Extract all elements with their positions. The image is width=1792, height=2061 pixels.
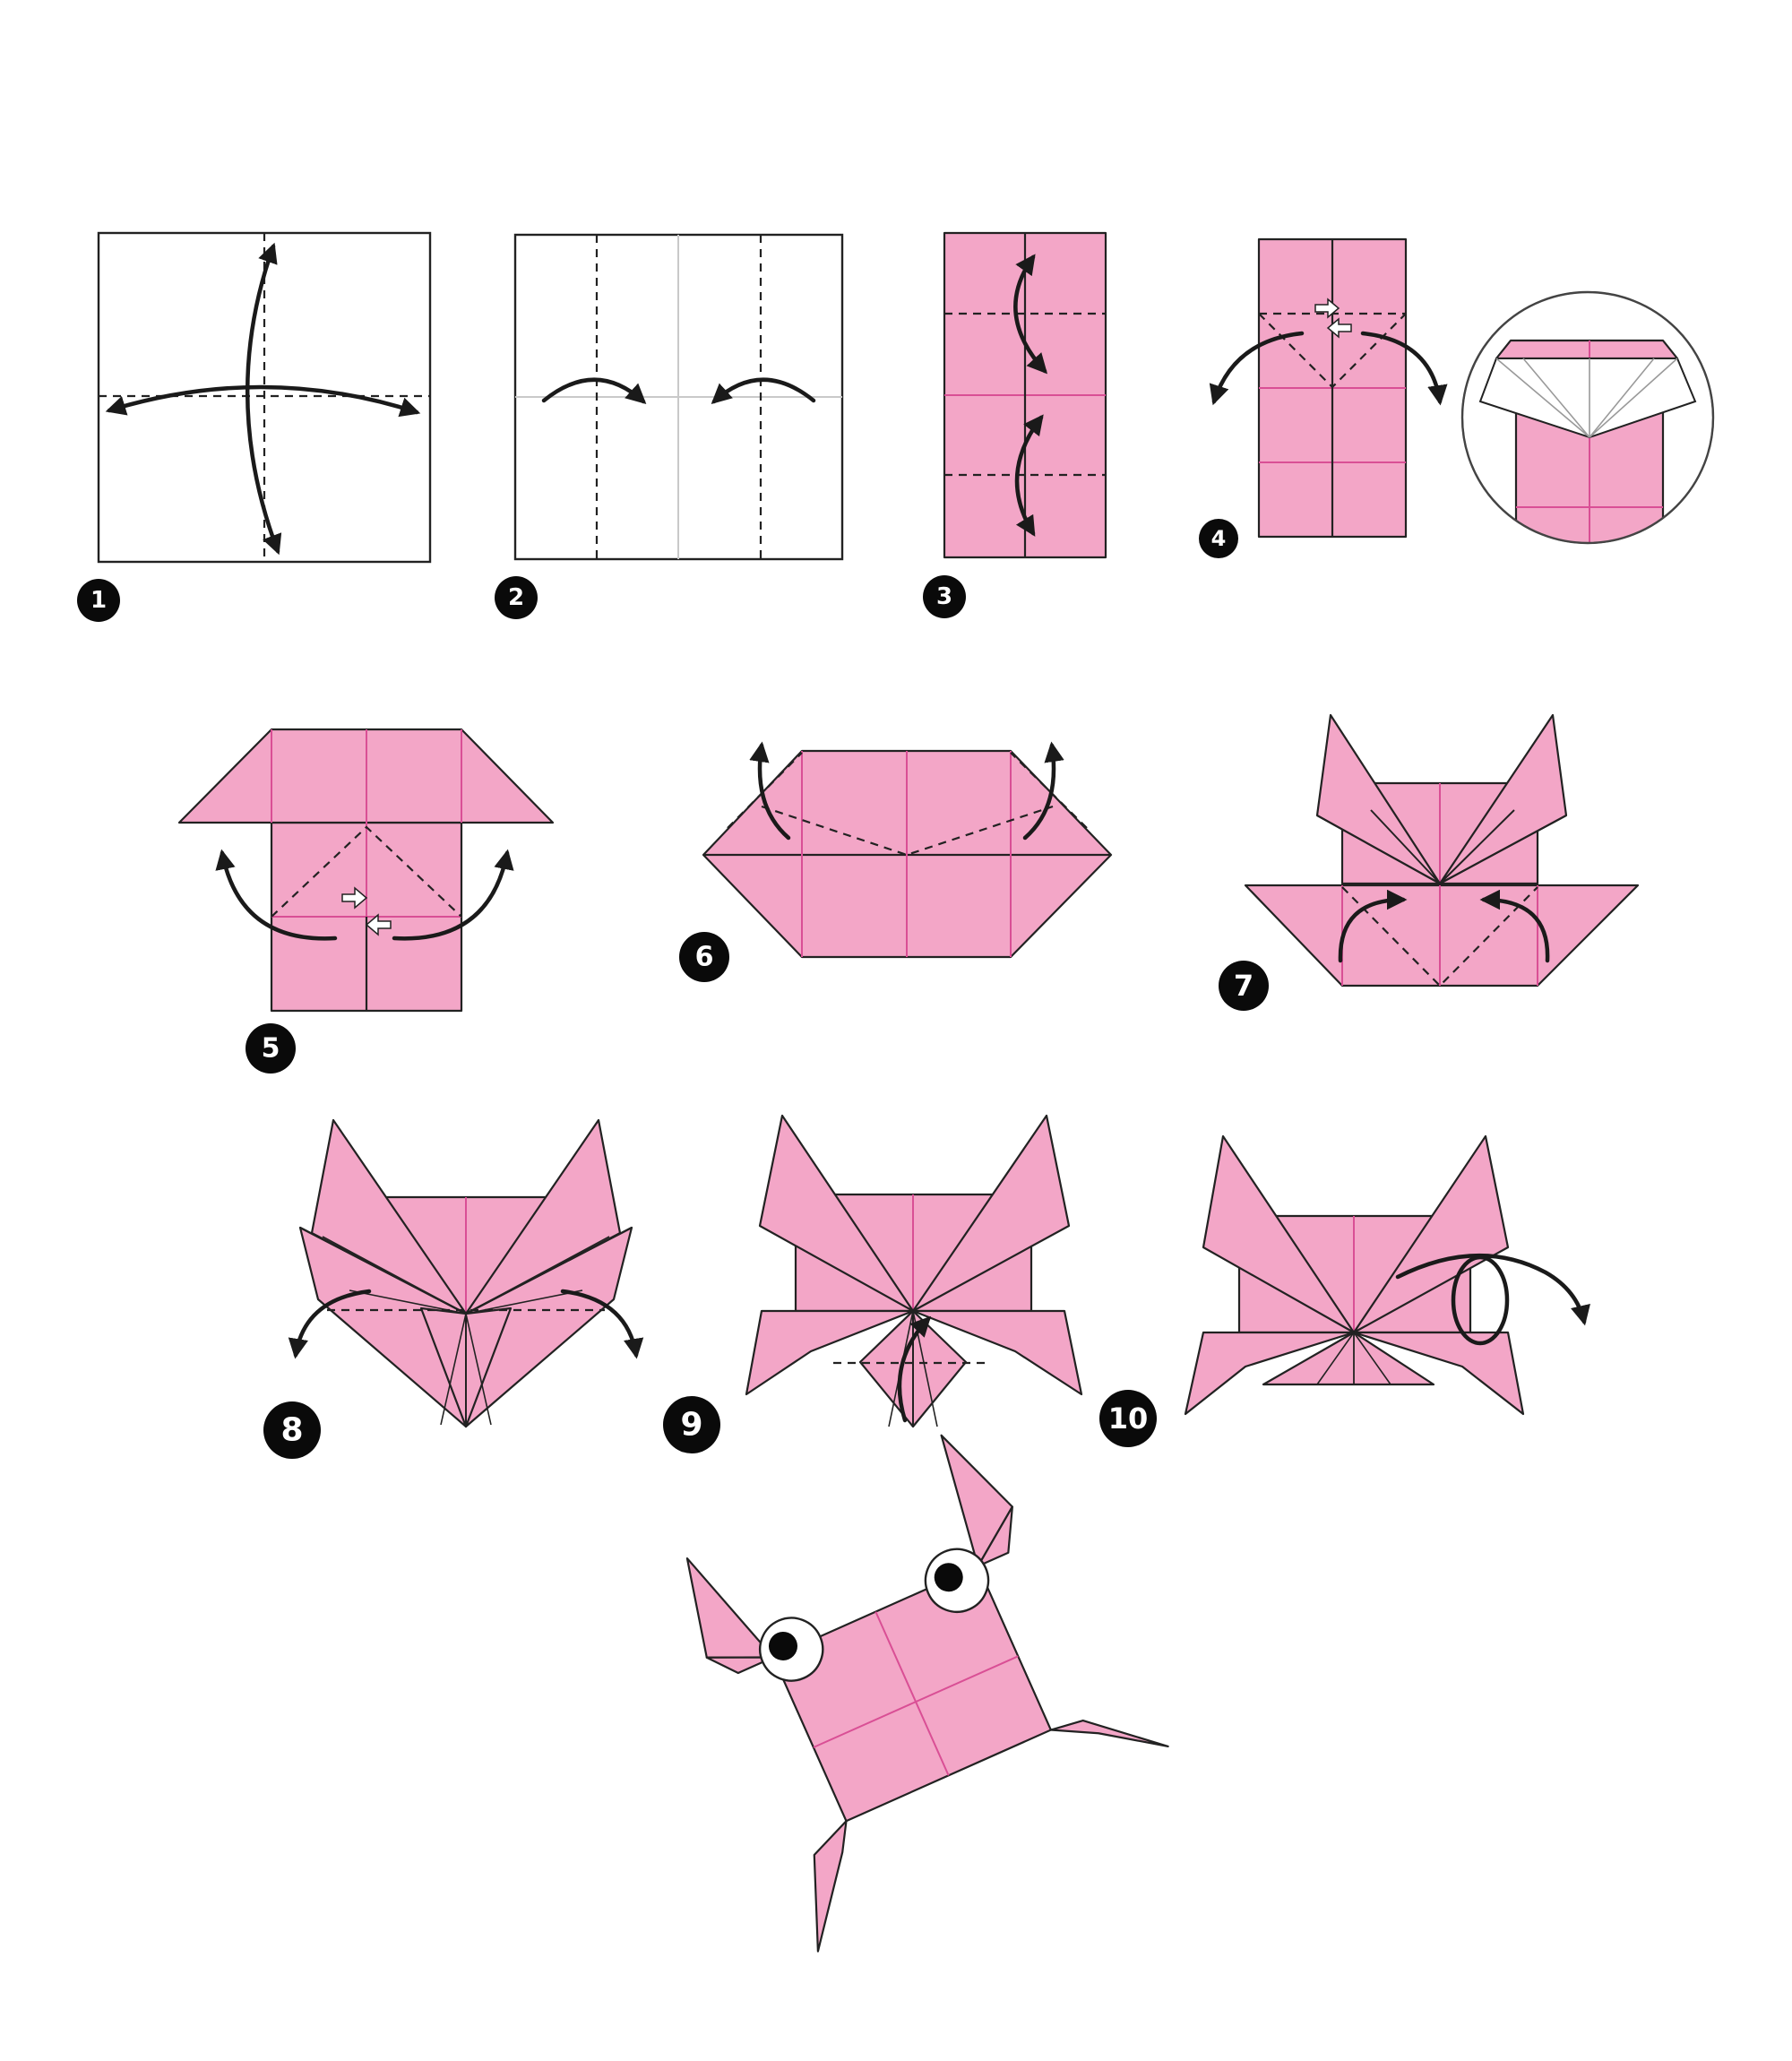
step-badge-10: 10 [1099, 1390, 1157, 1447]
turn-over-arrow-icon [1395, 1254, 1590, 1326]
step-9-diagram [745, 1114, 1083, 1428]
step-8-diagram [288, 1118, 644, 1428]
step-badge-3: 3 [923, 575, 966, 618]
step-7-diagram [1244, 713, 1640, 987]
fold-arrow-icon [215, 849, 338, 941]
step-number: 2 [508, 584, 524, 611]
step-number: 1 [90, 587, 107, 614]
push-arrow-icon [341, 886, 368, 910]
push-arrow-icon [1326, 317, 1352, 339]
step-number: 7 [1234, 969, 1254, 1003]
step-5-diagram [177, 728, 555, 1013]
fold-arrow-icon [1013, 254, 1048, 375]
fold-arrow-icon [711, 377, 816, 405]
step-number: 9 [680, 1407, 702, 1444]
step-number: 4 [1211, 526, 1227, 551]
step-badge-4: 4 [1199, 519, 1238, 558]
fold-arrow-icon [1022, 741, 1064, 841]
finished-crab [685, 1434, 1169, 1953]
step-6-diagram [702, 741, 1113, 959]
step-badge-7: 7 [1219, 961, 1269, 1011]
step-number: 5 [262, 1033, 280, 1065]
step-badge-5: 5 [246, 1023, 296, 1074]
step-badge-9: 9 [663, 1396, 720, 1453]
step-1-diagram [97, 231, 432, 564]
fold-arrow-icon [288, 1289, 372, 1359]
step-badge-1: 1 [77, 579, 120, 622]
step-number: 3 [936, 583, 952, 610]
step-number: 6 [695, 942, 714, 973]
push-arrow-icon [1314, 298, 1340, 319]
fold-arrow-icon [1360, 331, 1448, 406]
step-4-zoom-detail [1460, 290, 1715, 545]
push-arrow-icon [365, 913, 392, 936]
step-10-diagram [1184, 1134, 1590, 1416]
fold-arrow-icon [560, 1289, 644, 1359]
fold-arrow-icon [1209, 331, 1305, 406]
step-3-diagram [943, 231, 1107, 559]
fold-arrow-icon [1338, 889, 1408, 963]
step-badge-2: 2 [495, 576, 538, 619]
fold-arrow-icon [1479, 889, 1550, 963]
fold-arrow-icon [245, 242, 282, 556]
fold-arrow-icon [392, 849, 514, 941]
fold-arrow-icon [897, 1315, 932, 1423]
fold-arrow-icon [749, 741, 791, 841]
step-4-diagram [1209, 237, 1448, 539]
fold-arrow-icon [1014, 414, 1044, 537]
step-number: 10 [1108, 1401, 1149, 1436]
step-badge-6: 6 [679, 932, 729, 982]
step-number: 8 [280, 1412, 303, 1449]
step-2-diagram [513, 233, 844, 561]
step-badge-8: 8 [263, 1401, 321, 1459]
fold-arrow-icon [541, 377, 647, 405]
